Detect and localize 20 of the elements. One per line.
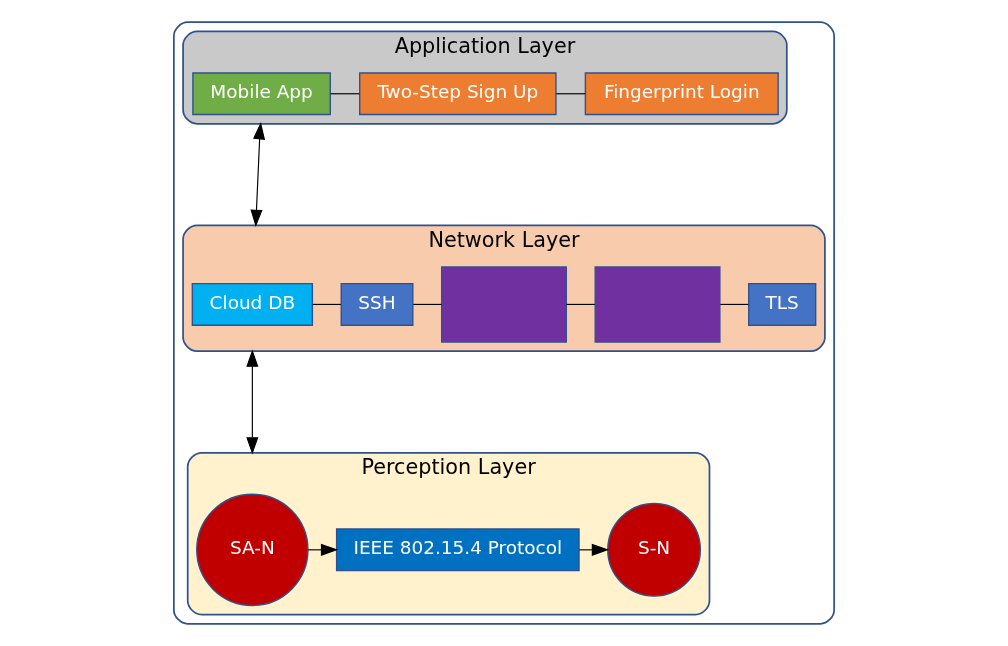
arrow [246, 349, 259, 455]
cluster [173, 21, 835, 625]
node-box: Mobile App [192, 72, 331, 116]
connector [312, 303, 342, 305]
connector [565, 303, 596, 305]
node-box: TLS [748, 282, 817, 326]
node-box [594, 266, 721, 343]
arrow [250, 122, 266, 228]
node-box: IEEE 802.15.4 Protocol [335, 528, 580, 572]
connector [412, 303, 443, 305]
connector [719, 303, 749, 305]
node-circle: S-N [607, 502, 702, 597]
node-circle: SA-N [196, 493, 309, 607]
connector [330, 93, 360, 95]
node-box: Two-Step Sign Up [359, 72, 557, 116]
node-box [440, 266, 568, 343]
node-box: SSH [340, 282, 414, 326]
node-box: Fingerprint Login [584, 72, 779, 116]
node-box: Cloud DB [191, 282, 314, 326]
connector [555, 93, 586, 95]
